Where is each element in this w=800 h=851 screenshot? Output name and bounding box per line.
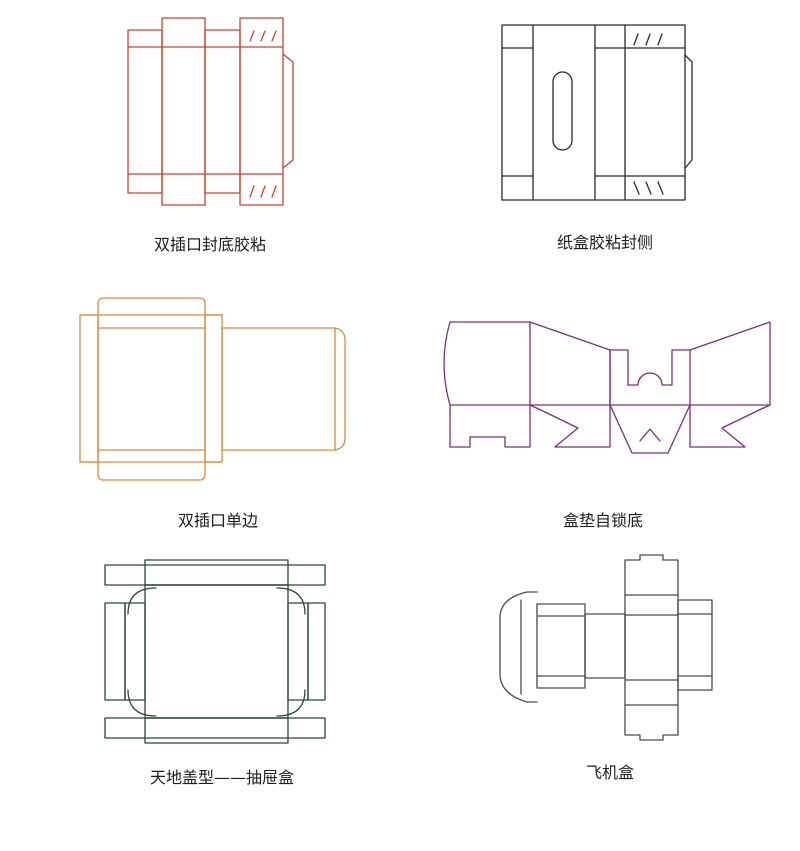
dieline-panel-center: [624, 594, 679, 706]
dieline-panel: [204, 29, 241, 194]
hatch-marks-top: [249, 30, 277, 42]
dieline-outline: [501, 24, 686, 201]
corner-curve: [127, 689, 157, 717]
caption-double-tuck-single-side: 双插口单边: [178, 511, 258, 530]
dieline-panel-tall: [239, 17, 284, 206]
lock-tab-center-mark: [639, 428, 661, 442]
caption-mailer-box: 飞机盒: [586, 763, 634, 782]
tuck-tab-bottom: [624, 704, 679, 741]
dieline-panel-right: [677, 599, 713, 691]
dieline-drawer-box: [104, 559, 326, 744]
dieline-panel-flare-left: [529, 321, 611, 406]
dieline-panel-flare-right: [689, 321, 771, 406]
dieline-panel-base: [144, 584, 289, 719]
dieline-double-tuck-single-side: [79, 297, 346, 481]
hatch-marks-bottom: [249, 185, 277, 198]
hatch-marks-top: [633, 33, 663, 46]
side-flap-left: [79, 314, 99, 463]
glue-flap: [684, 54, 693, 169]
dieline-panel-center: [609, 349, 691, 406]
tuck-flap: [334, 327, 346, 451]
lock-tab-left: [449, 404, 531, 448]
dieline-panel-main: [97, 297, 206, 481]
dieline-panel-tall: [161, 17, 206, 206]
caption-double-tuck-glued-bottom: 双插口封底胶粘: [154, 235, 266, 254]
window-cutout: [552, 71, 573, 151]
side-flap-right: [204, 314, 223, 463]
lock-tab-center: [609, 404, 691, 454]
dieline-panel-long: [221, 327, 336, 451]
dust-flap-left: [499, 591, 538, 703]
hatch-marks-bottom: [633, 181, 664, 195]
tab-bottom: [144, 717, 289, 744]
dieline-mailer-box: [499, 554, 713, 741]
caption-carton-glued-side: 纸盒胶粘封侧: [557, 233, 653, 252]
side-flap-left-inner: [124, 602, 146, 701]
dieline-double-tuck-glued-bottom: [127, 17, 294, 206]
strip-bottom: [104, 717, 326, 739]
lock-tab-flare-left: [529, 404, 611, 448]
tuck-tab-top: [624, 554, 679, 596]
corner-curve: [127, 587, 157, 615]
side-flap-right-inner: [287, 602, 309, 701]
caption-self-locking-bottom: 盒垫自锁底: [563, 511, 643, 530]
dieline-panel: [127, 29, 163, 194]
corner-curve: [276, 689, 306, 717]
lock-tab-flare-right: [689, 404, 771, 448]
corner-curve: [276, 587, 306, 615]
dieline-carton-glued-side: [501, 24, 693, 201]
dieline-panel: [584, 613, 626, 679]
dieline-panel-left: [443, 321, 531, 406]
side-flap-right-outer: [307, 602, 326, 701]
side-flap-left-outer: [104, 602, 126, 701]
strip-top: [104, 564, 326, 586]
glue-flap: [282, 53, 294, 169]
dieline-self-locking-bottom: [443, 321, 771, 454]
tab-top: [144, 559, 289, 586]
caption-drawer-box: 天地盖型——抽屉盒: [150, 768, 294, 787]
